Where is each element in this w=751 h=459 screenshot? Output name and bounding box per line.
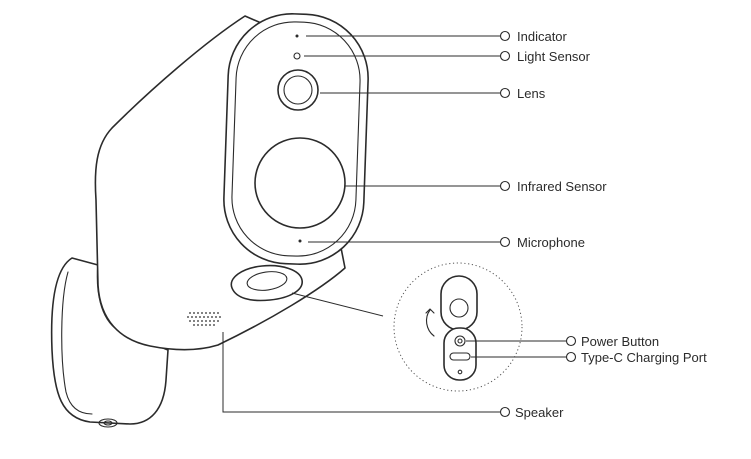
- rotate-arrow-icon: [425, 308, 435, 337]
- label-power-button: Power Button: [581, 334, 659, 349]
- speaker-grille: [187, 312, 221, 326]
- indicator-dot: [295, 34, 299, 38]
- label-type-c-port: Type-C Charging Port: [581, 350, 707, 365]
- port-panel: [443, 327, 477, 381]
- label-infrared-sensor: Infrared Sensor: [517, 179, 607, 194]
- infrared-sensor: [254, 137, 346, 229]
- leader-lines: [222, 35, 566, 413]
- label-light-sensor: Light Sensor: [517, 49, 591, 64]
- label-lens: Lens: [517, 86, 546, 101]
- label-indicator: Indicator: [517, 29, 568, 44]
- light-sensor-ring: [293, 52, 301, 60]
- bottom-button: [230, 264, 303, 302]
- lens: [277, 69, 319, 111]
- leader-end-markers: [499, 30, 577, 418]
- label-speaker: Speaker: [515, 405, 564, 420]
- label-microphone: Microphone: [517, 235, 585, 250]
- microphone-dot: [298, 239, 302, 243]
- camera-body: [94, 13, 369, 351]
- flip-cover: [440, 275, 478, 331]
